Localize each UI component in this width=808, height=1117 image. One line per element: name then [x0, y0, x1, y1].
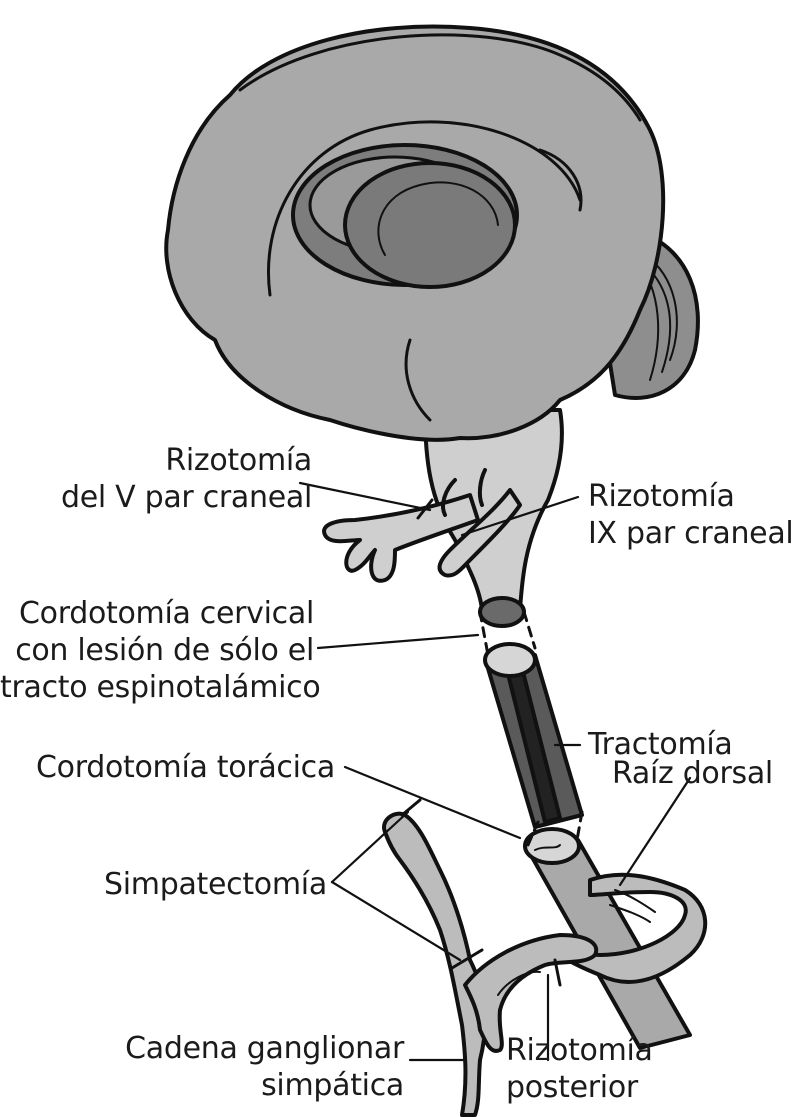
- label-simpatectomia: Simpatectomía: [104, 866, 334, 903]
- label-rizotomia-posterior-line2: posterior: [506, 1069, 706, 1106]
- label-rizotomia-ix: Rizotomía IX par craneal: [588, 478, 800, 552]
- label-rizotomia-ix-line2: IX par craneal: [588, 515, 800, 552]
- deep-structures: [293, 145, 517, 287]
- label-rizotomia-posterior-line1: Rizotomía: [506, 1032, 706, 1069]
- label-cordotomia-cervical: Cordotomía cervical con lesión de sólo e…: [0, 595, 314, 706]
- label-raiz-dorsal: Raíz dorsal: [612, 755, 802, 792]
- label-rizotomia-v-line2: del V par craneal: [24, 479, 312, 516]
- label-cadena-ganglionar-line2: simpática: [100, 1067, 404, 1104]
- brainstem-cut: [480, 598, 524, 626]
- label-rizotomia-ix-line1: Rizotomía: [588, 478, 800, 515]
- label-simpatectomia-text: Simpatectomía: [104, 866, 334, 903]
- label-rizotomia-v: Rizotomía del V par craneal: [24, 442, 312, 516]
- label-cordotomia-toracica: Cordotomía torácica: [36, 749, 346, 786]
- label-raiz-dorsal-text: Raíz dorsal: [612, 755, 802, 792]
- label-cordotomia-cervical-line3: tracto espinotalámico: [0, 669, 314, 706]
- label-cordotomia-toracica-text: Cordotomía torácica: [36, 749, 346, 786]
- label-cordotomia-cervical-line1: Cordotomía cervical: [0, 595, 314, 632]
- label-cadena-ganglionar: Cadena ganglionar simpática: [100, 1030, 404, 1104]
- cervical-spinal-segment: [485, 644, 582, 827]
- label-cordotomia-cervical-line2: con lesión de sólo el: [0, 632, 314, 669]
- label-cadena-ganglionar-line1: Cadena ganglionar: [100, 1030, 404, 1067]
- label-rizotomia-posterior: Rizotomía posterior: [506, 1032, 706, 1106]
- label-rizotomia-v-line1: Rizotomía: [24, 442, 312, 479]
